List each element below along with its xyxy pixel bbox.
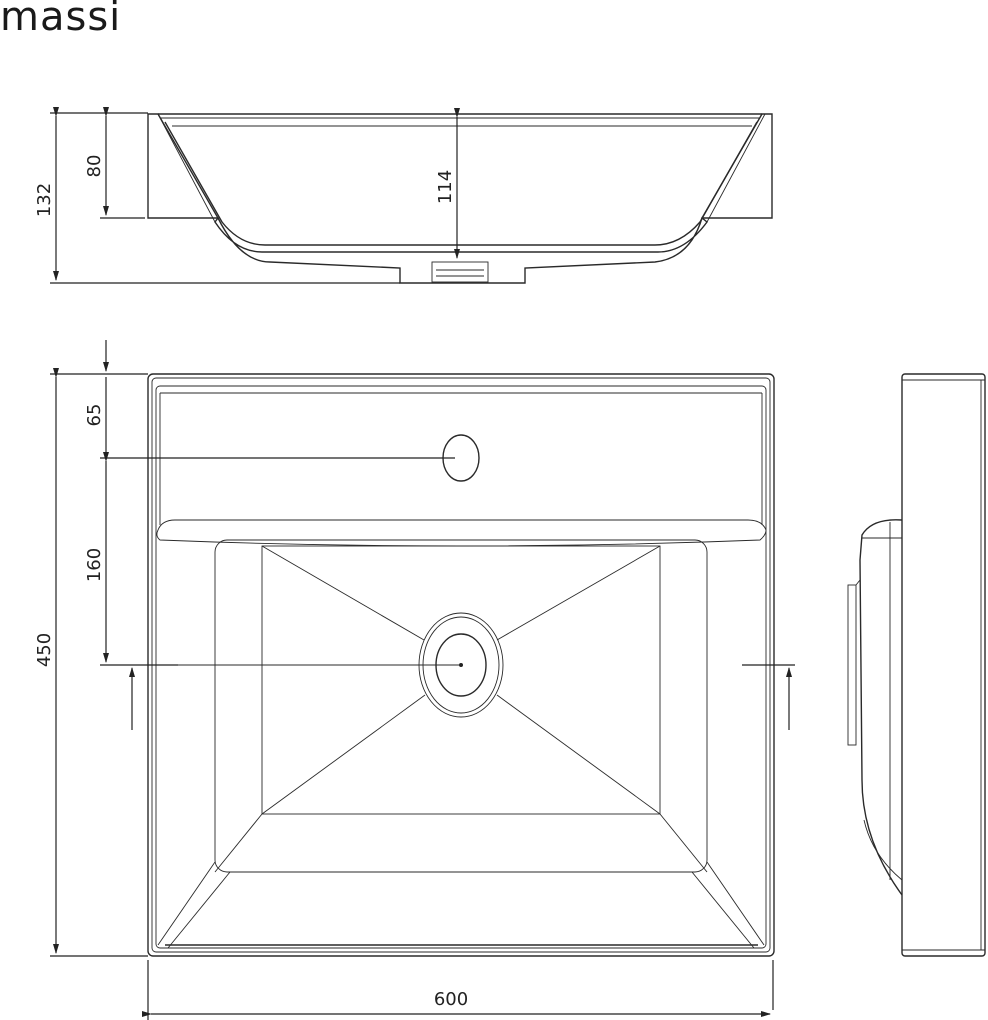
section-view xyxy=(147,113,773,284)
side-view xyxy=(847,373,986,957)
dim-65: 65 xyxy=(84,404,105,427)
dim-160: 160 xyxy=(84,548,105,582)
dim-600: 600 xyxy=(434,989,468,1010)
dim-450: 450 xyxy=(34,633,55,667)
brand-logo: massi xyxy=(0,0,122,40)
top-dimensions: 450 65 160 600 xyxy=(34,340,795,1020)
dim-80: 80 xyxy=(84,155,105,178)
dim-114: 114 xyxy=(435,170,456,204)
section-dimensions: 132 80 114 xyxy=(34,107,460,284)
dim-132: 132 xyxy=(34,183,55,217)
